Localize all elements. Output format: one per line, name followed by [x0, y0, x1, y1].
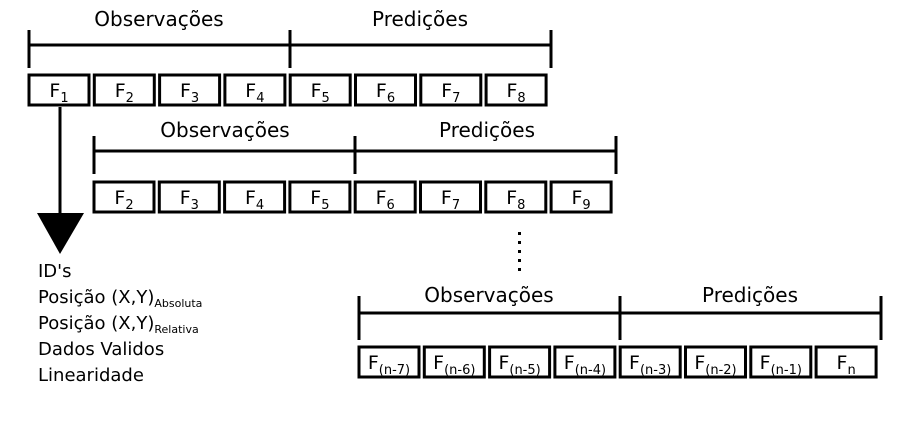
frame-box: F1 — [27, 73, 91, 107]
frame-box: F7 — [419, 73, 483, 107]
observations-label: Observações — [94, 7, 223, 31]
predictions-label: Predições — [439, 118, 535, 142]
frame-box: F6 — [353, 180, 417, 214]
frame-box: F8 — [484, 73, 548, 107]
predictions-bracket — [355, 136, 618, 174]
frame-label: F5 — [310, 187, 329, 213]
observations-bracket — [92, 136, 357, 174]
feature-item: ID's — [38, 261, 72, 282]
frame-label: F1 — [49, 80, 68, 106]
frame-label: F(n-6) — [433, 352, 475, 378]
frame-label: F6 — [376, 187, 395, 213]
frame-label: F(n-1) — [760, 352, 802, 378]
predictions-bracket — [620, 296, 883, 340]
frame-box: F2 — [92, 73, 156, 107]
frame-box: F(n-5) — [488, 345, 552, 379]
observations-label: Observações — [160, 118, 289, 142]
feature-item: Linearidade — [38, 365, 144, 386]
frame-label: F4 — [245, 187, 264, 213]
observations-bracket — [357, 296, 622, 340]
frame-label: F(n-5) — [498, 352, 540, 378]
frame-strip: F(n-7) F(n-6) F(n-5) F(n-4) F(n-3) F(n-2) F(n-… — [357, 345, 878, 379]
predictions-label: Predições — [372, 7, 468, 31]
frame-label: F8 — [506, 187, 525, 213]
feature-item: Posição (X,Y)Absoluta — [38, 287, 202, 310]
frame-label: F8 — [506, 80, 525, 106]
window-row-1: Observações Predições F1 F2 F3 F4 F5 F6 F7 F8 — [27, 7, 553, 107]
frame-label: F5 — [311, 80, 330, 106]
frame-label: F7 — [441, 187, 460, 213]
frame-label: F(n-2) — [694, 352, 736, 378]
frame-label: F7 — [441, 80, 460, 106]
down-arrow-icon — [37, 107, 84, 254]
frame-box: F4 — [223, 73, 287, 107]
frame-label: F9 — [571, 187, 590, 213]
frame-box: Fn — [814, 345, 878, 379]
frame-box: F3 — [157, 180, 221, 214]
frame-label: F6 — [376, 80, 395, 106]
frame-box: F9 — [549, 180, 613, 214]
predictions-label: Predições — [702, 283, 798, 307]
frame-label: F2 — [114, 187, 133, 213]
observations-bracket — [27, 30, 292, 68]
frame-strip: F2 F3 F4 F5 F6 F7 F8 F9 — [92, 180, 613, 214]
frame-box: F(n-2) — [684, 345, 747, 379]
frame-box: F2 — [92, 180, 156, 214]
frame-box: F7 — [419, 180, 482, 214]
frame-box: F6 — [354, 73, 417, 107]
frame-strip: F1 F2 F3 F4 F5 F6 F7 F8 — [27, 73, 548, 107]
window-row-3: Observações Predições F(n-7) F(n-6) F(n-5)… — [357, 283, 883, 379]
feature-item: Posição (X,Y)Relativa — [38, 313, 199, 336]
frame-box: F(n-4) — [553, 345, 617, 379]
frame-label: F3 — [180, 187, 199, 213]
continuation-dots — [518, 232, 521, 271]
frame-label: F(n-7) — [368, 352, 410, 378]
feature-item: Dados Validos — [38, 339, 164, 360]
frame-label: F(n-3) — [629, 352, 671, 378]
frame-box: F8 — [484, 180, 548, 214]
observations-label: Observações — [424, 283, 553, 307]
window-row-2: Observações Predições F2 F3 F4 F5 F6 F7 F8 F9 — [92, 118, 618, 214]
frame-label: Fn — [837, 352, 856, 378]
frame-label: F3 — [180, 80, 199, 106]
frame-box: F5 — [288, 73, 352, 107]
frame-label: F2 — [115, 80, 134, 106]
frame-box: F(n-7) — [357, 345, 421, 379]
frame-box: F(n-1) — [749, 345, 813, 379]
frame-label: F(n-4) — [564, 352, 606, 378]
frame-label: F4 — [245, 80, 264, 106]
frame-box: F4 — [223, 180, 287, 214]
predictions-bracket — [290, 30, 553, 68]
frame-box: F5 — [288, 180, 352, 214]
frame-box: F3 — [158, 73, 222, 107]
frame-box: F(n-6) — [422, 345, 486, 379]
frame-box: F(n-3) — [618, 345, 682, 379]
